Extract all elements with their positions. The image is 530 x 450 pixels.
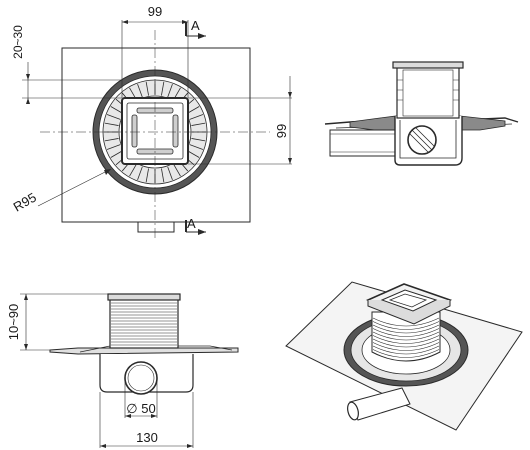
rib-line (106, 114, 121, 120)
rib-line (372, 328, 440, 337)
rib-line (167, 83, 173, 98)
section-view (324, 61, 519, 166)
rib-line (104, 138, 119, 142)
isometric-view (285, 281, 523, 431)
rib-line (129, 163, 137, 177)
rib-line (189, 144, 204, 150)
rib-line (110, 106, 124, 114)
rib-line (189, 114, 204, 120)
dim-height-range: 20~30 (11, 25, 25, 59)
dim-lower-height: 10~90 (6, 304, 21, 341)
section-extension (396, 65, 460, 119)
section-a-top: A (191, 18, 200, 33)
rib-line (372, 342, 440, 351)
rib-line (173, 163, 181, 177)
rib-line (145, 81, 149, 96)
rib-line (372, 324, 440, 334)
rib-line (161, 81, 165, 96)
rib-line (372, 321, 440, 330)
rib-line (104, 122, 119, 126)
rib-line (167, 166, 173, 181)
rib-line (372, 345, 440, 355)
rib-line (145, 168, 149, 183)
dim-top-width: 99 (148, 4, 162, 19)
rib-line (186, 106, 200, 114)
rib-line (372, 317, 440, 327)
front-view (49, 293, 239, 395)
front-outlet-pipe (124, 361, 158, 395)
dim-side-height: 99 (274, 124, 289, 138)
section-grate (392, 61, 464, 69)
front-extension (109, 297, 179, 349)
grate-slot-left (131, 114, 138, 148)
top-view (40, 30, 270, 238)
rib-line (372, 349, 440, 358)
rib-line (137, 166, 143, 181)
rib-line (372, 331, 440, 341)
rib-line (191, 122, 206, 126)
rib-line (191, 138, 206, 142)
rib-line (372, 335, 440, 344)
iso-ribs (372, 317, 440, 358)
top-view-outlet-stub (137, 221, 175, 233)
rib-line (110, 150, 124, 158)
front-grate (107, 293, 181, 301)
section-a-bottom: A (187, 216, 196, 231)
dim-diameter: ∅ 50 (126, 401, 155, 416)
grate-slot-right (172, 114, 179, 148)
front-view-dimensions: 10~90 ∅ 50 130 (6, 293, 194, 448)
rib-line (106, 144, 121, 150)
dim-radius: R95 (11, 190, 39, 215)
dim-bottom-width: 130 (136, 430, 158, 445)
front-ribs (111, 302, 177, 346)
rib-line (137, 83, 143, 98)
rib-line (161, 168, 165, 183)
rib-line (186, 150, 200, 158)
rib-line (372, 338, 440, 348)
